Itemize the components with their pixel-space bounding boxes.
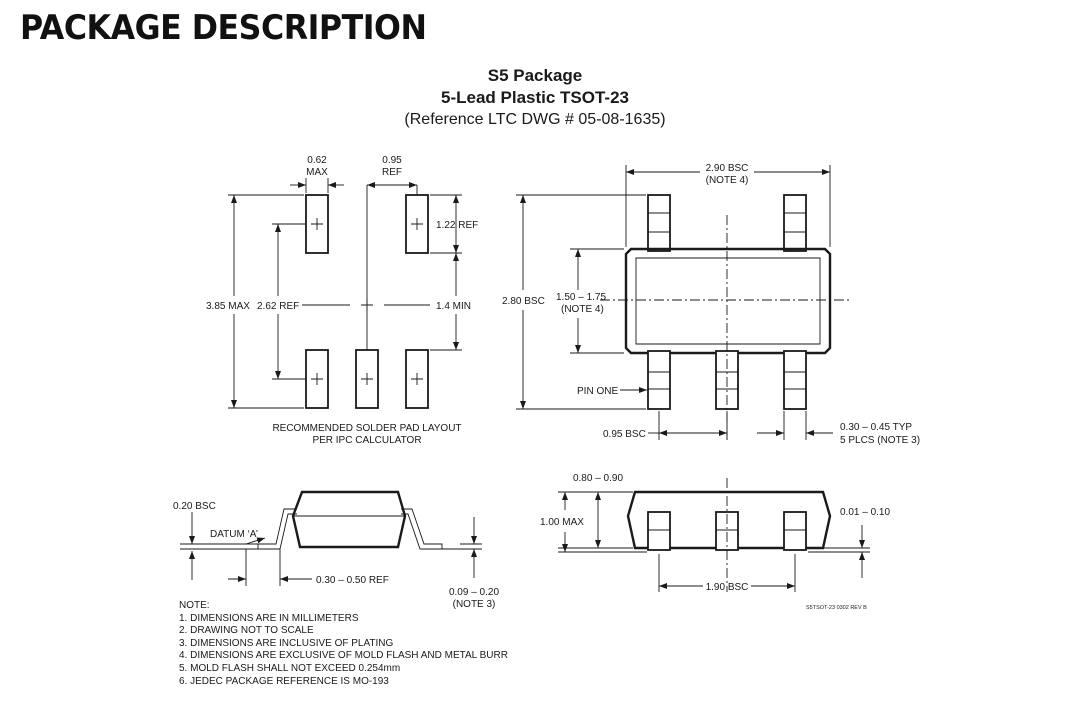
lead-thickness-note: (NOTE 3) xyxy=(453,599,496,610)
page-heading: PACKAGE DESCRIPTION xyxy=(20,8,427,48)
overall-height-label: 3.85 MAX xyxy=(206,301,250,312)
side-view: 0.20 BSC DATUM ‘A’ 0.30 – 0.50 REF 0.09 … xyxy=(173,490,499,610)
lead-thickness-label: 0.09 – 0.20 xyxy=(449,587,499,598)
body-height-label: 1.50 – 1.75 xyxy=(556,292,606,303)
pin-one-label: PIN ONE xyxy=(577,386,618,397)
pad-width-unit: MAX xyxy=(306,167,328,178)
top-view: 2.90 BSC (NOTE 4) 2.80 BSC 1.50 – 1.75 (… xyxy=(502,163,920,446)
solder-pad-layout: 0.62 MAX 0.95 REF 1.22 REF 3.85 MAX 2.62… xyxy=(206,155,478,446)
note-item: 3. DIMENSIONS ARE INCLUSIVE OF PLATING xyxy=(179,637,394,649)
package-title: S5 Package xyxy=(487,66,583,85)
drawing-id: S5TSOT-23 0302 REV B xyxy=(806,605,867,611)
pad-pitch-value: 0.95 xyxy=(382,155,402,166)
lead xyxy=(783,194,807,252)
lead-pitch-label: 0.95 BSC xyxy=(603,429,646,440)
overall-length-label: 2.80 BSC xyxy=(502,296,545,307)
pad-layout-caption-2: PER IPC CALCULATOR xyxy=(312,435,421,446)
note-item: 1. DIMENSIONS ARE IN MILLIMETERS xyxy=(179,612,359,624)
pad-width-value: 0.62 xyxy=(307,155,327,166)
notes-block: NOTE: 1. DIMENSIONS ARE IN MILLIMETERS 2… xyxy=(179,600,508,688)
body-thickness-label: 0.80 – 0.90 xyxy=(573,473,623,484)
lead xyxy=(647,350,671,410)
body-height-note: (NOTE 4) xyxy=(561,304,604,315)
note-item: 6. JEDEC PACKAGE REFERENCE IS MO-193 xyxy=(179,675,389,687)
lead-end xyxy=(783,511,807,551)
datum-label: DATUM ‘A’ xyxy=(210,529,258,540)
pad-height-label: 1.22 REF xyxy=(436,220,478,231)
side-body xyxy=(291,490,407,549)
lead xyxy=(783,350,807,410)
drawing-reference: (Reference LTC DWG # 05-08-1635) xyxy=(404,111,666,128)
pad-pitch-unit: REF xyxy=(382,167,402,178)
lead xyxy=(647,194,671,252)
body-width-label: 2.90 BSC xyxy=(706,163,749,174)
row-span-label: 2.62 REF xyxy=(257,301,299,312)
package-subtitle: 5-Lead Plastic TSOT-23 xyxy=(440,88,629,107)
notes-header: NOTE: xyxy=(179,600,210,611)
package-body-inner xyxy=(635,257,821,345)
foot-length-label: 0.30 – 0.50 REF xyxy=(316,575,389,586)
standoff-label: 0.20 BSC xyxy=(173,501,216,512)
body-width-note: (NOTE 4) xyxy=(706,175,749,186)
pad-gap-label: 1.4 MIN xyxy=(436,301,471,312)
end-view: 0.80 – 0.90 1.00 MAX 0.01 – 0.10 1.90 BS… xyxy=(540,473,890,611)
note-item: 4. DIMENSIONS ARE EXCLUSIVE OF MOLD FLAS… xyxy=(179,650,508,662)
note-item: 5. MOLD FLASH SHALL NOT EXCEED 0.254mm xyxy=(179,662,401,674)
total-height-label: 1.00 MAX xyxy=(540,517,584,528)
pad-layout-caption: RECOMMENDED SOLDER PAD LAYOUT xyxy=(272,423,461,434)
standoff-height-label: 0.01 – 0.10 xyxy=(840,507,890,518)
lead-end xyxy=(647,511,671,551)
lead-width-label: 0.30 – 0.45 TYP xyxy=(840,422,912,433)
lead-width-note: 5 PLCS (NOTE 3) xyxy=(840,435,920,446)
package-body xyxy=(624,247,832,355)
lead-span-label: 1.90 BSC xyxy=(706,582,749,593)
note-item: 2. DRAWING NOT TO SCALE xyxy=(179,625,314,637)
